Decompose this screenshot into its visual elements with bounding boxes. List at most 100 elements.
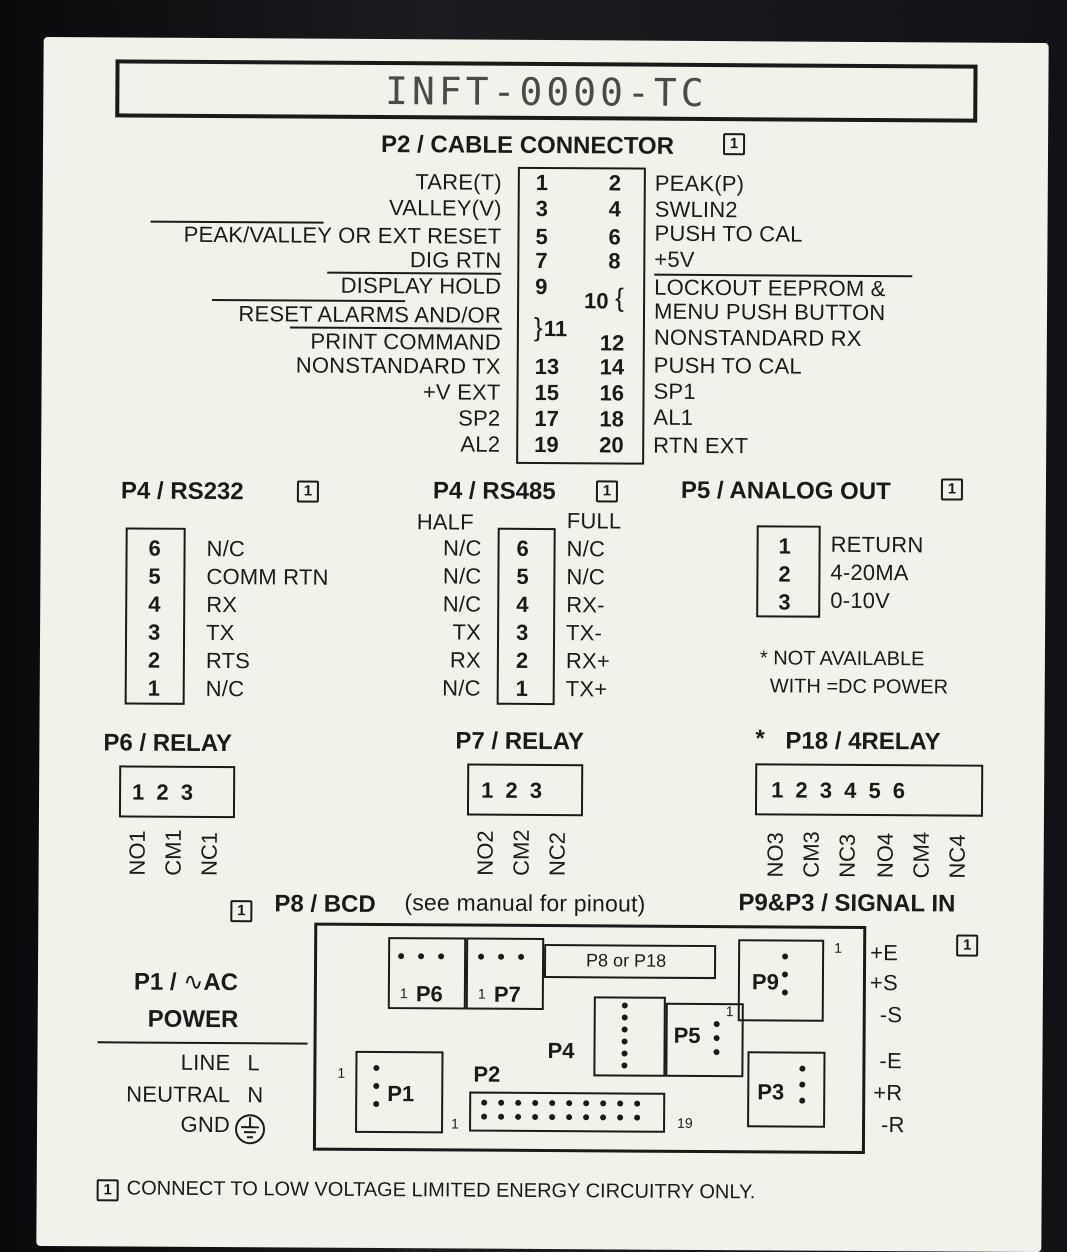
pin-dot	[498, 954, 504, 960]
rs485-full-label: FULL	[567, 508, 622, 534]
p2-pin: 2	[609, 170, 621, 196]
rs485-heading: P4 / RS485	[433, 477, 556, 506]
pin-dot	[634, 1115, 640, 1121]
signal-label: +S	[870, 970, 898, 996]
p2-pin: 12	[600, 330, 625, 356]
analog-note: * NOT AVAILABLE	[760, 647, 925, 671]
analog-label: 0-10V	[830, 588, 890, 614]
p2-pin: 7	[535, 248, 547, 274]
p18-heading: P18 / 4RELAY	[785, 727, 940, 756]
pin-dot	[498, 1100, 504, 1106]
board-label: P8 or P18	[586, 950, 666, 971]
p2-right-label: RTN EXT	[653, 433, 748, 460]
p2-pin: 14	[600, 354, 625, 380]
p2-left-label: DISPLAY HOLD	[341, 273, 502, 300]
p8-subtitle: (see manual for pinout)	[404, 889, 645, 917]
p7-heading: P7 / RELAY	[455, 727, 584, 756]
power-row-code: N	[247, 1082, 263, 1108]
p2-pin: 16	[599, 380, 624, 406]
p2-left-label: VALLEY(V)	[389, 195, 502, 222]
p2-pin: 19	[534, 432, 559, 458]
ac-tilde-icon: ∿	[183, 969, 203, 996]
p2-right-label: PUSH TO CAL	[654, 221, 802, 248]
board-pin1-marker: 1	[478, 986, 486, 1002]
pin-dot	[713, 1049, 719, 1055]
pin-dot	[418, 953, 424, 959]
board-label: P1	[387, 1081, 414, 1107]
pin-dot	[566, 1100, 572, 1106]
rs232-pin: 2	[148, 648, 160, 674]
pin-dot	[515, 1114, 521, 1120]
rs485-pin: 4	[516, 592, 528, 618]
pin-dot	[600, 1100, 606, 1106]
p7-pin-label: CM2	[509, 829, 535, 876]
pin-dot	[714, 1035, 720, 1041]
rs485-full: N/C	[566, 564, 605, 590]
p2-left-label: AL2	[460, 431, 500, 457]
pin-dot	[549, 1114, 555, 1120]
pin-dot	[566, 1114, 572, 1120]
p6-pin-label: NO1	[125, 830, 151, 875]
p2-pin: 11	[544, 316, 567, 342]
bracket-icon: }	[534, 312, 543, 343]
signal-label: +R	[873, 1080, 902, 1106]
p2-right-label: NONSTANDARD RX	[654, 325, 862, 352]
rs232-heading: P4 / RS232	[121, 477, 244, 506]
pin-dot	[398, 953, 404, 959]
pin-dot	[621, 1062, 627, 1068]
p2-right-label: SWLIN2	[655, 197, 738, 224]
rs485-full: TX-	[566, 620, 602, 646]
ground-icon	[233, 1112, 267, 1146]
pin-dot	[714, 1021, 720, 1027]
rs232-label: N/C	[206, 536, 245, 562]
analog-note: WITH =DC POWER	[770, 675, 948, 699]
note-marker-icon: 1	[97, 1179, 119, 1201]
rs232-pin: 4	[148, 592, 160, 618]
pin-dot	[373, 1083, 379, 1089]
p7-pin-label: NO2	[473, 830, 499, 875]
p2-pin: 13	[535, 354, 560, 380]
p2-left-label: PEAK/VALLEY OR EXT RESET	[184, 222, 502, 250]
p2-right-label: PEAK(P)	[655, 171, 745, 198]
board-label: P7	[494, 982, 521, 1008]
pin-dot	[532, 1100, 538, 1106]
p2-left-label: SP2	[458, 405, 500, 431]
p6-pins: 1 2 3	[132, 779, 193, 805]
p2-right-label: SP1	[653, 379, 695, 405]
pin-dot	[438, 953, 444, 959]
pin-dot	[799, 1098, 805, 1104]
rs232-label: RTS	[206, 648, 250, 674]
power-row-code: L	[247, 1050, 260, 1076]
power-heading-ac: AC	[203, 969, 238, 996]
pin-dot	[518, 954, 524, 960]
power-heading-2: POWER	[148, 1006, 239, 1035]
p18-pin-label: NC3	[835, 834, 861, 878]
board-pin1-marker: 1	[337, 1065, 345, 1081]
pin-dot	[549, 1100, 555, 1106]
bracket-icon: {	[615, 282, 624, 313]
power-row-name: LINE	[181, 1050, 231, 1076]
pin-dot	[583, 1114, 589, 1120]
rs485-full: RX-	[566, 592, 605, 618]
rs232-pin: 3	[148, 620, 160, 646]
p2-left-label: DIG RTN	[410, 247, 502, 274]
board-label: P6	[416, 981, 443, 1007]
rs485-half: TX	[452, 619, 481, 645]
rs485-pin: 6	[517, 536, 529, 562]
analog-pin: 3	[778, 589, 790, 615]
note-marker-icon: 1	[230, 900, 252, 922]
analog-pin: 1	[779, 533, 791, 559]
label-card: INFT-0000-TC P2 / CABLE CONNECTOR 1 TARE…	[36, 37, 1048, 1252]
power-divider	[98, 1041, 308, 1044]
rs485-half: N/C	[442, 675, 481, 701]
board-pin1-marker: 1	[834, 940, 842, 956]
p2-pin: 10	[584, 288, 609, 314]
board-p9	[738, 939, 824, 1022]
p18-pin-label: NO3	[763, 832, 789, 877]
model-title: INFT-0000-TC	[115, 67, 977, 116]
signal-label: -S	[880, 1002, 903, 1028]
note-marker-icon: 1	[723, 133, 745, 155]
p7-pins: 1 2 3	[481, 778, 542, 804]
p18-pin-label: NO4	[873, 833, 899, 878]
pin-dot	[622, 1038, 628, 1044]
